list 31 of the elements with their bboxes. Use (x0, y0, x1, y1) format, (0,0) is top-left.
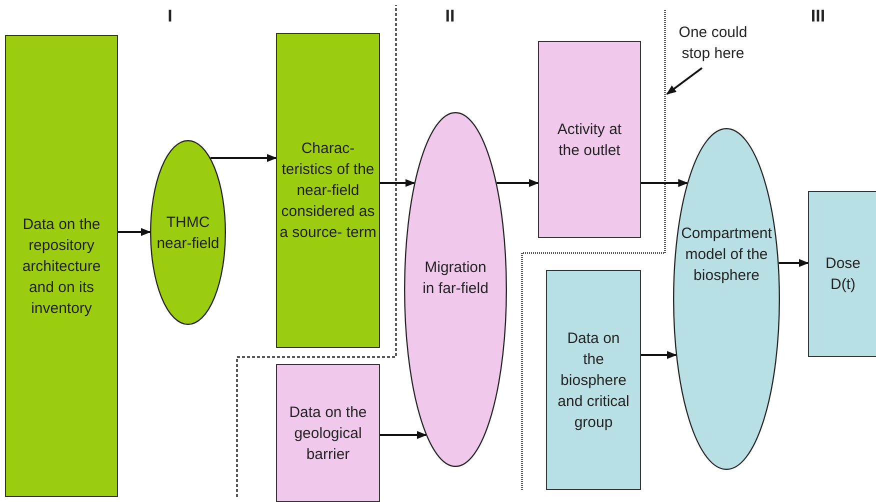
arrow (210, 154, 277, 162)
node-text: Compartment model of the biosphere (680, 224, 773, 286)
process-box (276, 33, 380, 348)
process-ellipse (404, 112, 507, 467)
arrow (641, 179, 688, 187)
process-ellipse (673, 128, 780, 470)
node-text: Data on the repository architecture and on its inventory (21, 214, 102, 318)
data-box (546, 270, 641, 490)
section-label: III (810, 5, 826, 28)
process-box (5, 35, 118, 497)
arrow (380, 431, 427, 439)
arrow (380, 179, 416, 187)
arrow (778, 259, 809, 267)
node-text: Migration in far-field (422, 258, 490, 298)
node-text: Data on the biosphere and critical group (556, 328, 630, 432)
node-text: Activity at the outlet (556, 120, 623, 160)
section-label: II (445, 5, 455, 28)
node-text: Data on the geological barrier (288, 402, 368, 464)
data-box (276, 364, 380, 502)
node-text: Dose D(t) (824, 254, 862, 295)
arrow (118, 228, 151, 236)
arrow (641, 351, 677, 359)
arrow (496, 179, 539, 187)
node-text: THMC near-field (156, 212, 220, 254)
output-box (808, 191, 876, 357)
node-text: Charac- teristics of the near-field considered as a source- term (278, 139, 378, 243)
leader-line (666, 67, 703, 95)
node-text: One could stop here (678, 23, 748, 64)
section-label: I (168, 5, 172, 28)
process-box (538, 41, 641, 238)
process-ellipse (150, 140, 226, 325)
